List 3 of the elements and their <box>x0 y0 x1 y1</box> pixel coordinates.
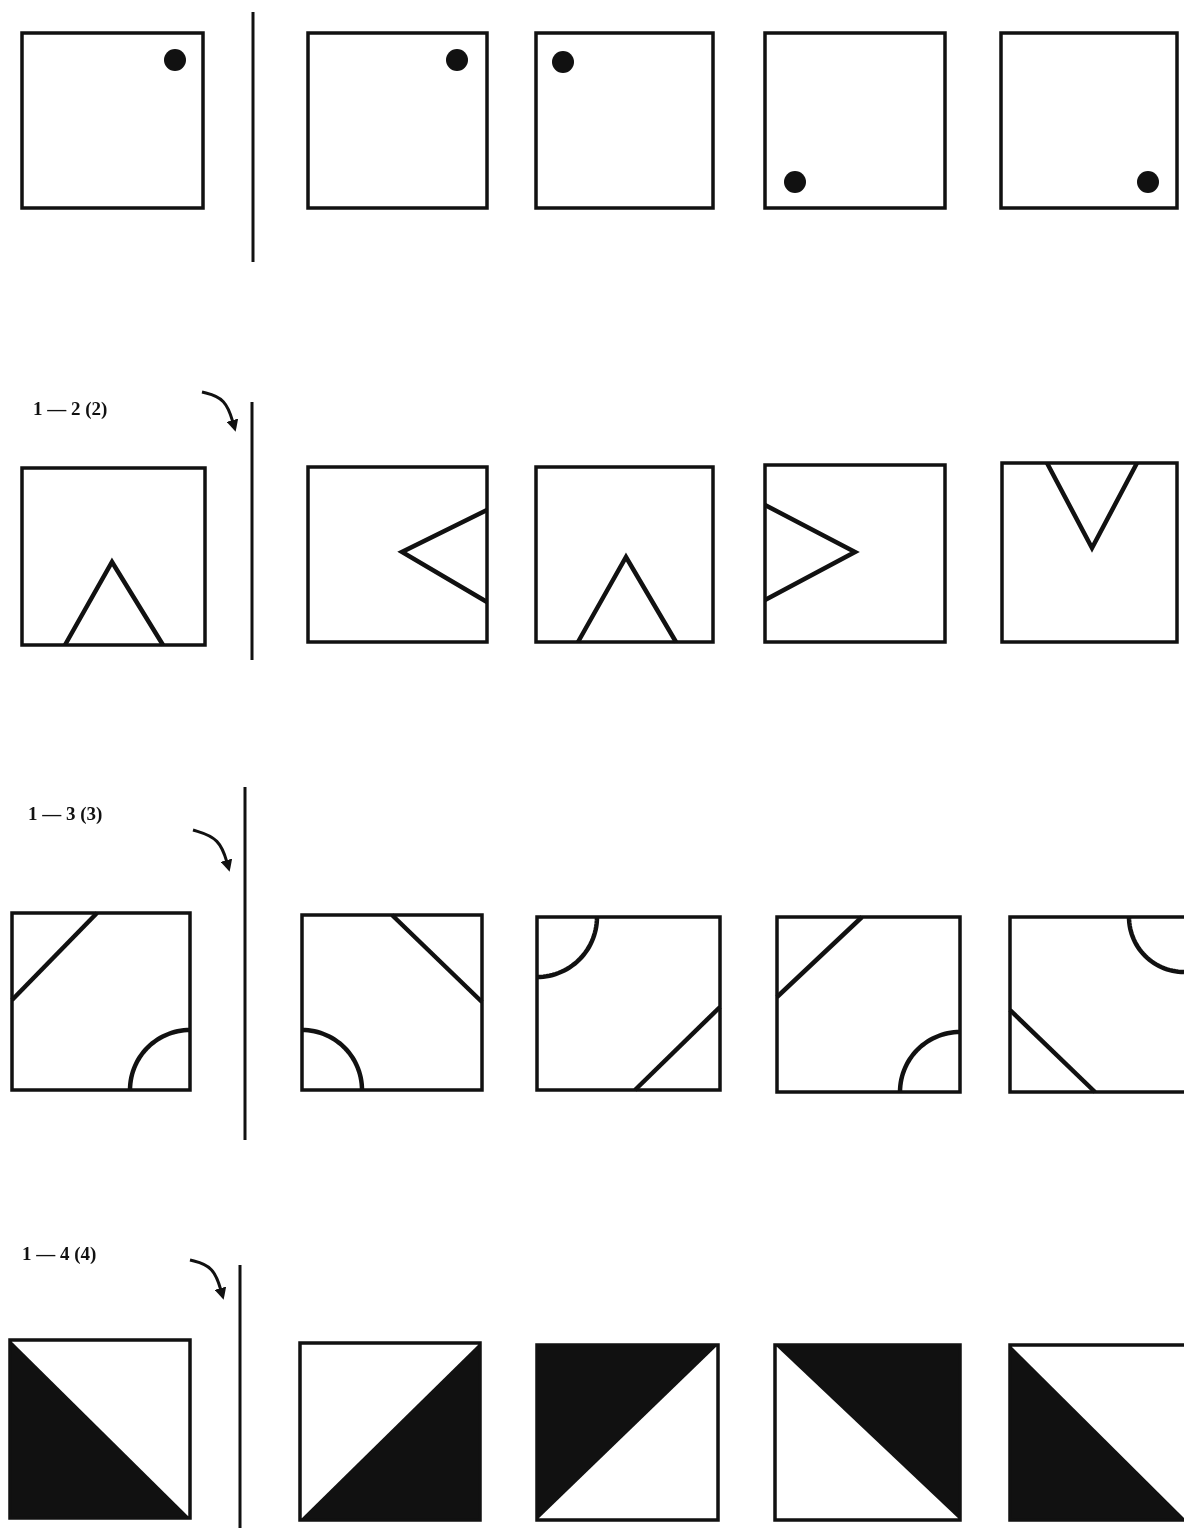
item-label: 1 — 2 (2) <box>33 398 108 420</box>
item-label: 1 — 3 (3) <box>28 803 103 825</box>
item-label: 1 — 4 (4) <box>22 1243 97 1265</box>
